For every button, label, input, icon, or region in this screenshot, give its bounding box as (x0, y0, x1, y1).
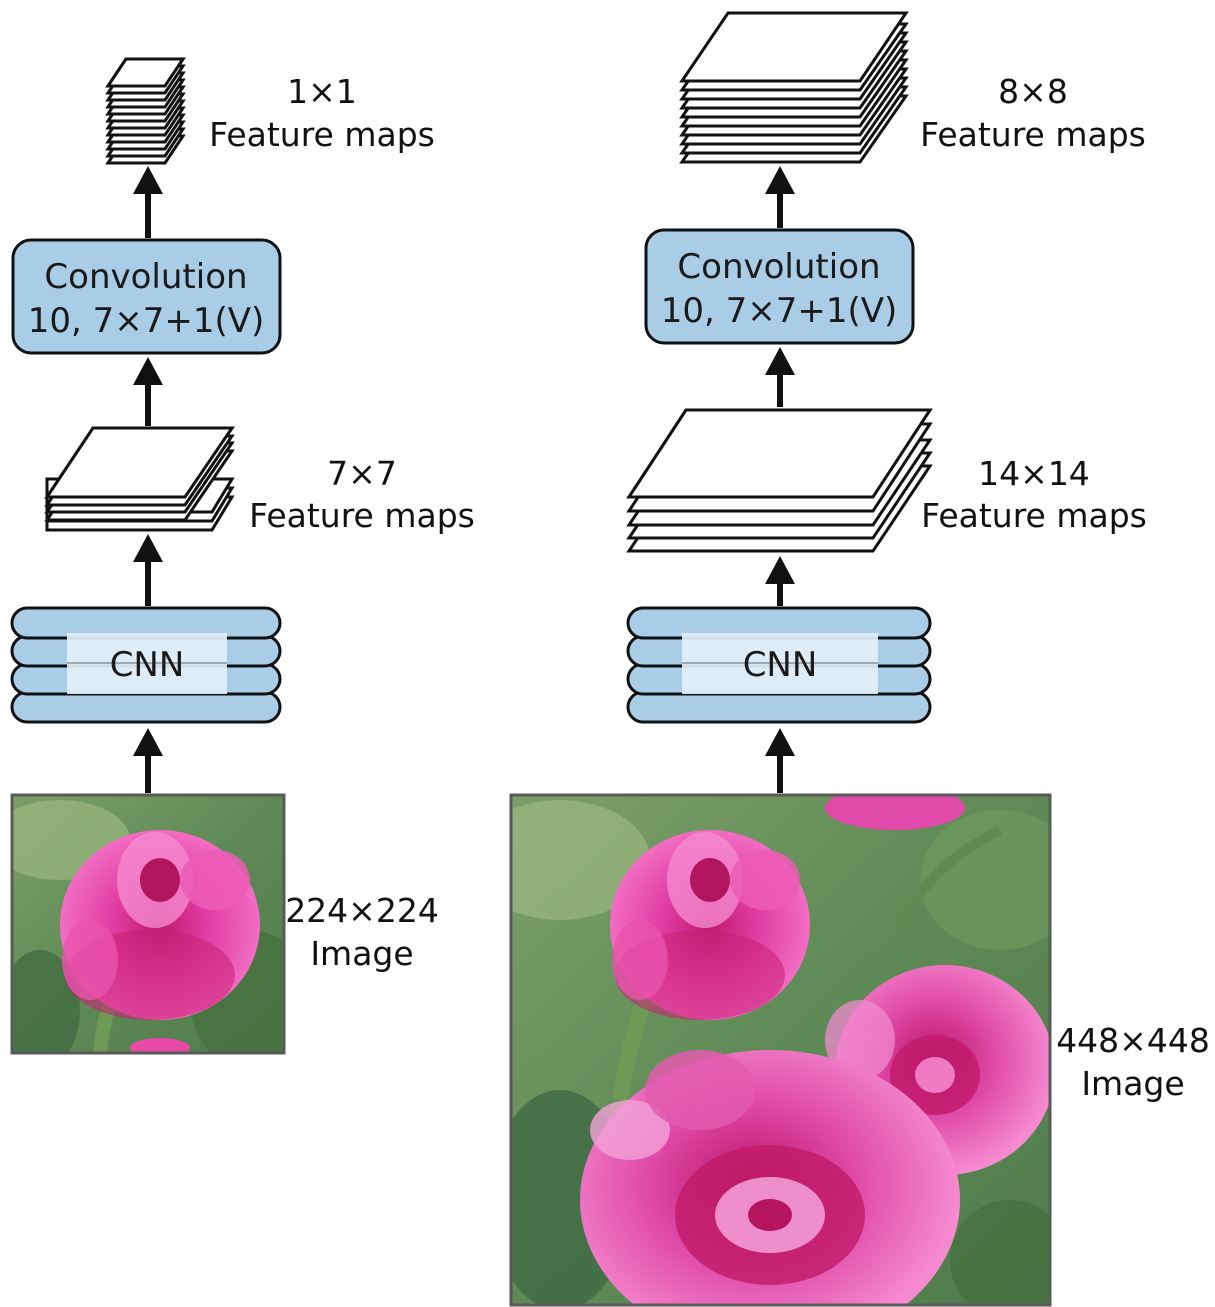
left-image-size-label: 224×224 (285, 891, 439, 930)
arrow-up-icon (133, 728, 163, 793)
left-conv-params: 10, 7×7+1(V) (28, 301, 265, 341)
left-mid-maps-size-label: 7×7 (327, 454, 397, 493)
left-conv-title: Convolution (44, 257, 247, 297)
arrow-up-icon (765, 556, 795, 606)
right-mid-feature-map-stack (626, 408, 933, 553)
left-cnn-label: CNN (110, 645, 185, 685)
right-cnn-block: CNN (626, 606, 932, 724)
arrow-up-icon (133, 357, 163, 426)
left-top-maps-kind-label: Feature maps (209, 115, 435, 154)
arrow-up-icon (765, 166, 795, 228)
right-top-maps-kind-label: Feature maps (920, 115, 1146, 154)
right-top-feature-map-stack (679, 11, 909, 164)
right-input-image (509, 793, 1052, 1307)
right-image-size-label: 448×448 (1056, 1021, 1210, 1060)
left-mid-maps-kind-label: Feature maps (249, 496, 475, 535)
right-cnn-label: CNN (743, 645, 818, 685)
left-convolution-box: Convolution 10, 7×7+1(V) (11, 238, 282, 355)
right-pipeline: 448×448 Image CNN (509, 11, 1210, 1307)
rose-photo-icon (511, 795, 1050, 1305)
right-top-maps-size-label: 8×8 (998, 72, 1068, 111)
right-convolution-box: Convolution 10, 7×7+1(V) (644, 228, 915, 345)
right-conv-title: Convolution (677, 247, 880, 287)
arrow-up-icon (133, 166, 163, 238)
rose-photo-icon (12, 795, 284, 1053)
arrow-up-icon (765, 728, 795, 793)
right-image-kind-label: Image (1081, 1064, 1184, 1103)
left-mid-feature-map-stack (44, 426, 235, 532)
right-conv-params: 10, 7×7+1(V) (661, 291, 898, 331)
arrow-up-icon (133, 534, 163, 606)
right-mid-maps-size-label: 14×14 (978, 454, 1090, 493)
left-cnn-block: CNN (10, 606, 282, 724)
left-input-image (10, 793, 286, 1055)
arrow-up-icon (765, 347, 795, 407)
left-top-feature-map-stack (105, 57, 186, 165)
left-pipeline: 224×224 Image CNN (10, 57, 475, 1055)
left-top-maps-size-label: 1×1 (287, 72, 357, 111)
left-image-kind-label: Image (310, 934, 413, 973)
right-mid-maps-kind-label: Feature maps (921, 496, 1147, 535)
